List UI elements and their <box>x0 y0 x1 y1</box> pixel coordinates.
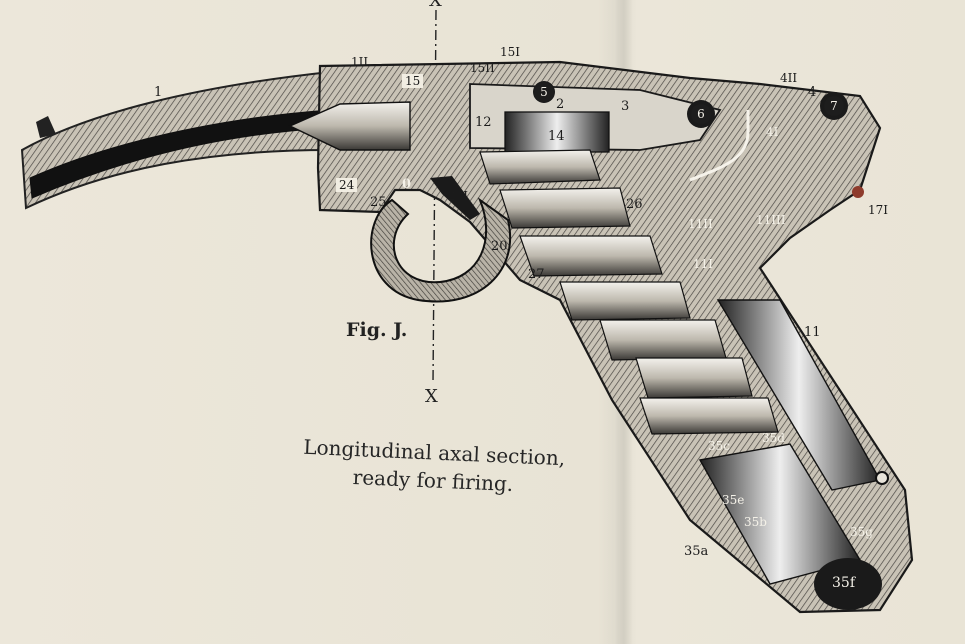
toggle-wire <box>689 110 750 182</box>
label-17i: 17I <box>868 203 889 217</box>
label-35f: 35f <box>832 575 855 591</box>
mag-round-7 <box>639 397 779 435</box>
mag-round-6 <box>635 357 753 399</box>
mag-round-1 <box>479 149 601 185</box>
label-26: 26 <box>626 197 643 212</box>
magazine-cartridges <box>479 149 779 435</box>
trigger-guard <box>370 197 512 303</box>
label-15i: 15I <box>500 45 521 59</box>
magazine-baseplate <box>814 558 882 610</box>
label-11iii: 11III <box>756 213 786 227</box>
label-7: 7 <box>824 96 844 116</box>
label-15ii: 15II <box>470 61 495 75</box>
label-14: 14 <box>548 129 565 144</box>
label-35b: 35b <box>744 515 767 529</box>
axis-label-top: X <box>429 0 442 11</box>
label-4: 4 <box>808 85 817 100</box>
label-15: 15 <box>402 74 424 88</box>
label-2: 2 <box>556 97 565 112</box>
label-6: 6 <box>691 104 711 124</box>
trigger <box>430 176 480 220</box>
safety-pin <box>852 186 864 198</box>
label-11i: 11I <box>693 257 714 271</box>
label-35g: 35g <box>850 525 873 539</box>
front-sight <box>36 116 56 138</box>
label-4i: 4I <box>766 125 779 139</box>
chamber-cartridge <box>288 101 411 151</box>
mag-round-4 <box>559 281 691 321</box>
label-1ii: 1II <box>351 55 369 69</box>
label-4ii: 4II <box>780 71 798 85</box>
label-20i: 20I <box>448 189 469 203</box>
label-1: 1 <box>154 85 163 100</box>
label-20: 20 <box>491 239 508 254</box>
mag-round-2 <box>499 187 631 229</box>
label-3: 3 <box>621 99 630 114</box>
label-27: 27 <box>528 267 545 282</box>
mag-round-3 <box>519 235 663 277</box>
label-11: 11 <box>804 325 821 340</box>
axis-label-bottom: X <box>425 386 438 407</box>
label-0: 0 <box>402 177 412 192</box>
label-35d: 35d <box>762 431 785 445</box>
label-11ii: 11II <box>688 217 713 231</box>
label-12: 12 <box>475 115 492 130</box>
label-35e: 35e <box>722 493 745 507</box>
label-5: 5 <box>534 82 554 102</box>
label-35a: 35a <box>684 544 709 559</box>
figure-label: Fig. J. <box>346 319 408 341</box>
label-25: 25 <box>370 195 387 210</box>
mag-round-5 <box>599 319 727 361</box>
firing-pin-spring <box>504 111 610 153</box>
grip-screw <box>875 471 889 485</box>
label-35c: 35c <box>708 439 730 453</box>
label-24: 24 <box>336 178 358 192</box>
